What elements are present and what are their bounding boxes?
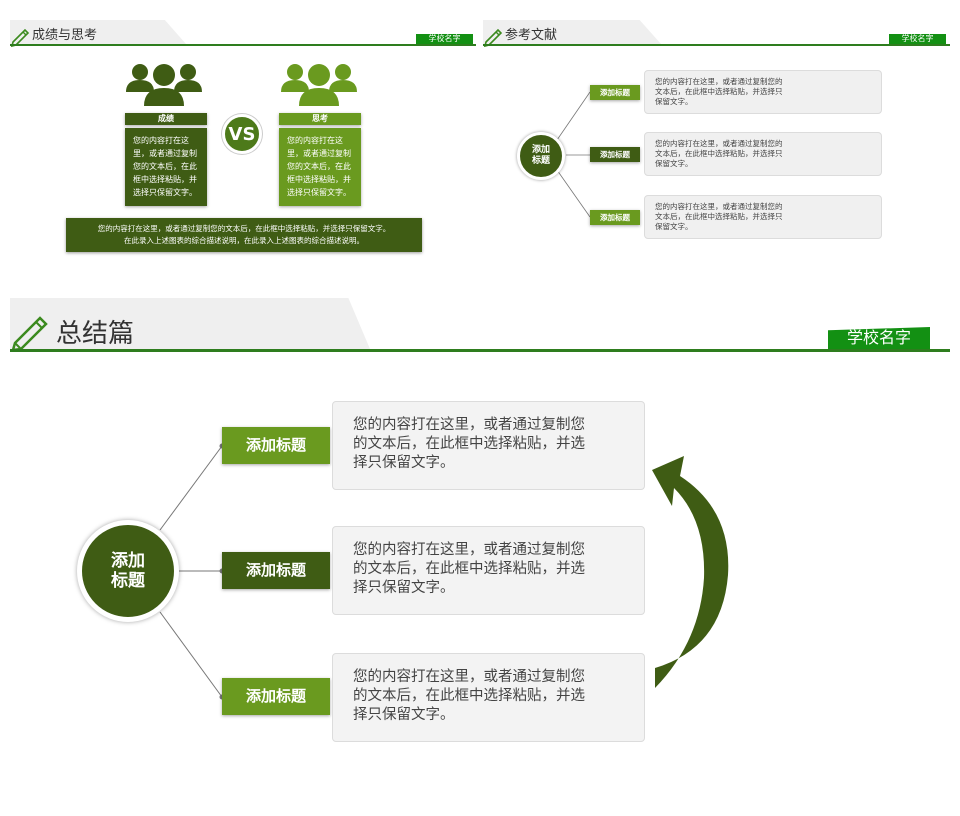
people-icon <box>281 64 357 106</box>
item-label-3: 添加标题 <box>590 210 640 225</box>
label-scores: 成绩 <box>125 113 207 125</box>
item-label-3: 添加标题 <box>222 678 330 715</box>
school-name-tag: 学校名字 <box>889 34 946 44</box>
item-text-1-line-2: 的文本后，在此框中选择粘贴，并选 <box>353 436 585 452</box>
header-divider <box>10 44 476 46</box>
item-text-3-line-1: 您的内容打在这里，或者通过复制您 <box>353 669 585 685</box>
page-title: 参考文献 <box>505 28 558 43</box>
item-text-box-1: 您的内容打在这里，或者通过复制您 的文本后，在此框中选择粘贴，并选 择只保留文字… <box>332 401 645 490</box>
thinking-text-panel: 您的内容打在这里，或者通过复制您的文本后，在此框中选择粘贴，并选择只保留文字。 <box>279 128 361 206</box>
item-text-box-3: 您的内容打在这里，或者通过复制您的文本后，在此框中选择粘贴，并选择只保留文字。 <box>644 195 882 239</box>
item-text-box-1: 您的内容打在这里，或者通过复制您的文本后，在此框中选择粘贴，并选择只保留文字。 <box>644 70 882 114</box>
page-title: 成绩与思考 <box>32 28 98 43</box>
thinking-text: 您的内容打在这里，或者通过复制您的文本后，在此框中选择粘贴，并选择只保留文字。 <box>287 136 351 197</box>
item-text-1: 您的内容打在这里，或者通过复制您的文本后，在此框中选择粘贴，并选择只保留文字。 <box>655 77 783 106</box>
item-label-1: 添加标题 <box>590 85 640 100</box>
center-node-label: 添加标题 <box>111 551 145 591</box>
item-text-2-line-2: 的文本后，在此框中选择粘贴，并选 <box>353 561 585 577</box>
item-text-1-line-1: 您的内容打在这里，或者通过复制您 <box>353 417 585 433</box>
header-tab <box>10 20 186 44</box>
item-text-3: 您的内容打在这里，或者通过复制您的文本后，在此框中选择粘贴，并选择只保留文字。 <box>655 202 783 231</box>
header-tab <box>10 298 370 349</box>
scores-text-panel: 您的内容打在这里，或者通过复制您的文本后，在此框中选择粘贴，并选择只保留文字。 <box>125 128 207 206</box>
people-icon <box>126 64 202 106</box>
center-node-label: 添加标题 <box>531 145 550 166</box>
summary-line-1: 您的内容打在这里，或者通过复制您的文本后，在此框中选择粘贴，并选择只保留文字。 <box>97 224 391 233</box>
item-label-2: 添加标题 <box>222 552 330 589</box>
item-text-2: 您的内容打在这里，或者通过复制您的文本后，在此框中选择粘贴，并选择只保留文字。 <box>655 139 783 168</box>
page-title: 总结篇 <box>56 319 135 349</box>
item-text-2-line-3: 择只保留文字。 <box>353 580 455 596</box>
header-tab <box>483 20 661 44</box>
school-name-tag: 学校名字 <box>416 34 473 44</box>
header-divider <box>10 349 950 352</box>
center-node: 添加标题 <box>77 520 179 622</box>
item-text-box-2: 您的内容打在这里，或者通过复制您 的文本后，在此框中选择粘贴，并选 择只保留文字… <box>332 526 645 615</box>
scores-text: 您的内容打在这里，或者通过复制您的文本后，在此框中选择粘贴，并选择只保留文字。 <box>133 136 197 197</box>
header-divider <box>483 44 950 46</box>
item-label-1: 添加标题 <box>222 427 330 464</box>
label-thinking: 思考 <box>279 113 361 125</box>
summary-line-2: 在此录入上述图表的综合描述说明，在此录入上述图表的综合描述说明。 <box>124 236 364 245</box>
item-text-1-line-3: 择只保留文字。 <box>353 455 455 471</box>
item-label-2: 添加标题 <box>590 147 640 162</box>
school-name-tag: 学校名字 <box>828 327 930 349</box>
item-text-box-3: 您的内容打在这里，或者通过复制您 的文本后，在此框中选择粘贴，并选 择只保留文字… <box>332 653 645 742</box>
summary-panel: 您的内容打在这里，或者通过复制您的文本后，在此框中选择粘贴，并选择只保留文字。 … <box>66 218 422 252</box>
item-text-3-line-3: 择只保留文字。 <box>353 707 455 723</box>
vs-badge: VS <box>222 114 262 154</box>
item-text-2-line-1: 您的内容打在这里，或者通过复制您 <box>353 542 585 558</box>
item-text-box-2: 您的内容打在这里，或者通过复制您的文本后，在此框中选择粘贴，并选择只保留文字。 <box>644 132 882 176</box>
center-node: 添加标题 <box>517 132 565 180</box>
item-text-3-line-2: 的文本后，在此框中选择粘贴，并选 <box>353 688 585 704</box>
